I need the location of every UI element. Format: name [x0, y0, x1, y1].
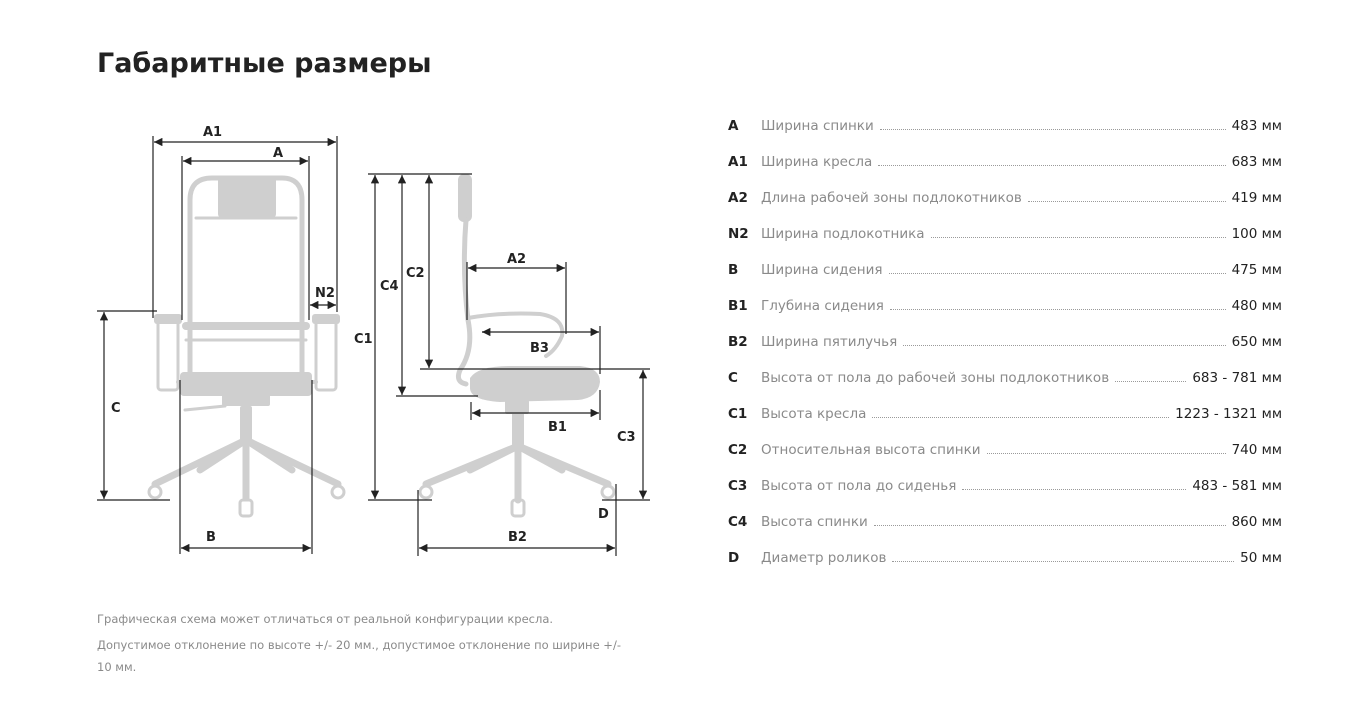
spec-row-c3: C3 Высота от пола до сиденья 483 - 581 м… [728, 478, 1282, 514]
spec-name: Глубина сидения [761, 298, 884, 314]
dim-label-n2: N2 [315, 286, 335, 301]
spec-code: A1 [728, 154, 748, 170]
spec-dots-leader [872, 417, 1170, 418]
spec-code: A [728, 118, 739, 134]
spec-code: B2 [728, 334, 748, 350]
spec-value: 50 мм [1240, 550, 1282, 566]
spec-row-c: C Высота от пола до рабочей зоны подлоко… [728, 370, 1282, 406]
spec-code: C2 [728, 442, 748, 458]
spec-row-b1: B1 Глубина сидения 480 мм [728, 298, 1282, 334]
spec-code: C3 [728, 478, 748, 494]
spec-dots-leader [878, 165, 1226, 166]
spec-dots-leader [888, 273, 1226, 274]
dim-label-d: D [598, 507, 609, 522]
chair-front-view [147, 175, 346, 518]
spec-name: Ширина подлокотника [761, 226, 925, 242]
spec-value: 483 мм [1231, 118, 1282, 134]
dim-label-c3: C3 [617, 430, 636, 445]
spec-row-c2: C2 Относительная высота спинки 740 мм [728, 442, 1282, 478]
spec-code: C [728, 370, 738, 386]
spec-dots-leader [873, 525, 1226, 526]
dim-label-b1: B1 [548, 420, 567, 435]
dim-label-a1: A1 [203, 125, 222, 140]
page-title: Габаритные размеры [97, 48, 432, 80]
spec-value: 860 мм [1231, 514, 1282, 530]
spec-value: 740 мм [1231, 442, 1282, 458]
spec-row-d: D Диаметр роликов 50 мм [728, 550, 1282, 586]
spec-name: Ширина сидения [761, 262, 883, 278]
spec-name: Высота от пола до сиденья [761, 478, 957, 494]
spec-value: 650 мм [1231, 334, 1282, 350]
spec-row-b2: B2 Ширина пятилучья 650 мм [728, 334, 1282, 370]
dim-label-c1: C1 [354, 332, 373, 347]
spec-value: 475 мм [1231, 262, 1282, 278]
spec-name: Ширина пятилучья [761, 334, 898, 350]
spec-code: B1 [728, 298, 748, 314]
spec-row-a1: A1 Ширина кресла 683 мм [728, 154, 1282, 190]
spec-name: Высота кресла [761, 406, 867, 422]
dimensions-spec-list: A Ширина спинки 483 мм A1 Ширина кресла … [728, 118, 1282, 586]
spec-value: 480 мм [1231, 298, 1282, 314]
spec-value: 683 - 781 мм [1192, 370, 1282, 386]
spec-value: 683 мм [1231, 154, 1282, 170]
spec-dots-leader [892, 561, 1235, 562]
spec-dots-leader [1027, 201, 1226, 202]
diagram-notes: Графическая схема может отличаться от ре… [97, 608, 627, 682]
chair-side-view [418, 174, 616, 518]
dim-label-c: C [111, 401, 121, 416]
spec-row-n2: N2 Ширина подлокотника 100 мм [728, 226, 1282, 262]
side-dimension-lines [368, 173, 650, 556]
spec-value: 419 мм [1231, 190, 1282, 206]
note-scheme-disclaimer: Графическая схема может отличаться от ре… [97, 612, 554, 626]
spec-dots-leader [1115, 381, 1187, 382]
spec-row-b: B Ширина сидения 475 мм [728, 262, 1282, 298]
spec-value: 1223 - 1321 мм [1175, 406, 1282, 422]
spec-code: N2 [728, 226, 749, 242]
spec-row-a: A Ширина спинки 483 мм [728, 118, 1282, 154]
spec-name: Ширина кресла [761, 154, 873, 170]
spec-name: Ширина спинки [761, 118, 874, 134]
dim-label-c4: C4 [380, 279, 399, 294]
spec-name: Длина рабочей зоны подлокотников [761, 190, 1022, 206]
spec-name: Диаметр роликов [761, 550, 887, 566]
dim-label-b2: B2 [508, 530, 527, 545]
spec-dots-leader [903, 345, 1226, 346]
spec-dots-leader [930, 237, 1226, 238]
spec-dots-leader [889, 309, 1226, 310]
spec-code: D [728, 550, 740, 566]
spec-value: 483 - 581 мм [1192, 478, 1282, 494]
spec-dots-leader [879, 129, 1226, 130]
dim-label-a2: A2 [507, 252, 526, 267]
dim-label-c2: C2 [406, 266, 425, 281]
spec-row-c1: C1 Высота кресла 1223 - 1321 мм [728, 406, 1282, 442]
dim-label-b: B [206, 530, 216, 545]
spec-code: C4 [728, 514, 748, 530]
spec-code: A2 [728, 190, 748, 206]
spec-code: B [728, 262, 739, 278]
spec-code: C1 [728, 406, 748, 422]
spec-name: Высота спинки [761, 514, 868, 530]
spec-row-a2: A2 Длина рабочей зоны подлокотников 419 … [728, 190, 1282, 226]
spec-value: 100 мм [1231, 226, 1282, 242]
front-dimension-lines [97, 136, 338, 554]
spec-name: Относительная высота спинки [761, 442, 981, 458]
spec-dots-leader [962, 489, 1187, 490]
note-tolerance: Допустимое отклонение по высоте +/- 20 м… [97, 638, 621, 674]
chair-dimensions-diagram: A1 A N2 C B [97, 125, 650, 556]
spec-row-c4: C4 Высота спинки 860 мм [728, 514, 1282, 550]
spec-dots-leader [986, 453, 1226, 454]
dim-label-b3: B3 [530, 341, 549, 356]
dim-label-a: A [273, 146, 283, 161]
spec-name: Высота от пола до рабочей зоны подлокотн… [761, 370, 1110, 386]
